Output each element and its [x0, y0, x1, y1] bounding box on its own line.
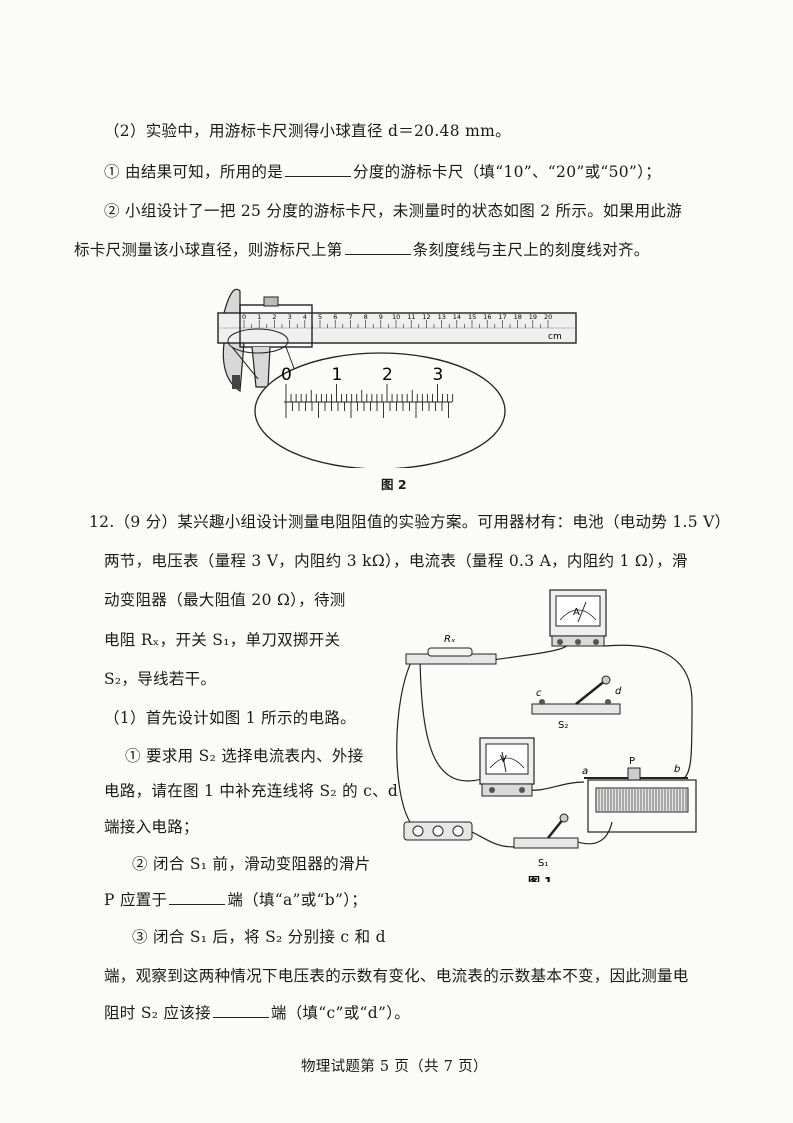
main-scale-label: 0: [242, 313, 246, 321]
circuit-figure: Rₓ A c d S₂ V P a b S₁ 图 1: [396, 589, 697, 882]
q12-c-line3: 阻时 S₂ 应该接 端（填“c”或“d”）。: [104, 1003, 410, 1023]
s2-c-label: c: [536, 688, 542, 699]
voltmeter-symbol: V: [500, 754, 507, 765]
main-scale-label: 7: [348, 313, 352, 321]
zoom-scale-label: 2: [382, 365, 393, 385]
main-scale-label: 14: [453, 313, 461, 321]
zoom-scale-label: 0: [281, 365, 292, 385]
rx-label: Rₓ: [444, 634, 456, 645]
main-scale-label: 18: [514, 313, 522, 321]
zoom-source-ellipse: [227, 328, 289, 354]
main-scale-label: 9: [379, 313, 383, 321]
zoom-scale-labels: 0 1 2 3: [281, 365, 443, 385]
q12-line4: 电阻 Rₓ，开关 S₁，单刀双掷开关: [104, 631, 341, 649]
zoom-scale-label: 1: [332, 365, 343, 385]
rheostat-base: [587, 779, 697, 833]
q12-b-line2: P 应置于 端（填“a”或“b”）；: [104, 890, 367, 910]
main-scale-label: 16: [483, 313, 491, 321]
s1-label: S₁: [538, 858, 548, 869]
main-scale-label: 5: [318, 313, 322, 321]
q2-line1: ② 小组设计了一把 25 分度的游标卡尺，未测量时的状态如图 2 所示。如果用此…: [104, 202, 683, 220]
main-scale-label: 8: [364, 313, 368, 321]
zoom-scale-label: 3: [433, 365, 444, 385]
q12-line5: S₂，导线若干。: [104, 670, 217, 688]
q2-line2: 标卡尺测量该小球直径，则游标尺上第 条刻度线与主尺上的刻度线对齐。: [74, 240, 650, 260]
main-scale-label: 12: [422, 313, 430, 321]
q12-c-line1: ③ 闭合 S₁ 后，将 S₂ 分别接 c 和 d: [132, 928, 386, 946]
q12-a-line3: 端接入电路；: [104, 818, 199, 836]
q2-after: 条刻度线与主尺上的刻度线对齐。: [412, 241, 650, 259]
q12-c-before: 阻时 S₂ 应该接: [104, 1004, 211, 1022]
main-scale-label: 10: [392, 313, 400, 321]
main-scale-label: 2: [272, 313, 276, 321]
rheostat-a-label: a: [582, 766, 588, 777]
s2-label: S₂: [558, 720, 568, 731]
voltmeter-dial: [485, 743, 529, 775]
q12-line2: 两节，电压表（量程 3 V，内阻约 3 kΩ），电流表（量程 0.3 A，内阻约…: [104, 552, 688, 570]
q12-b-after: 端（填“a”或“b”）；: [227, 891, 368, 909]
vernier-screw: [263, 296, 279, 307]
q12-c-line2: 端，观察到这两种情况下电压表的示数有变化、电流表的示数基本不变，因此测量电: [104, 967, 689, 985]
q12-c-after: 端（填“c”或“d”）。: [270, 1004, 411, 1022]
s2-d-label: d: [615, 686, 622, 697]
q1-before: ① 由结果可知，所用的是: [104, 163, 284, 181]
main-scale-label: 4: [303, 313, 307, 321]
main-scale-label: 6: [333, 313, 337, 321]
zoom-scale-ticks: [285, 384, 454, 418]
q12-b-blank[interactable]: [169, 890, 226, 905]
main-scale-label: 13: [438, 313, 446, 321]
main-scale-label: 15: [468, 313, 476, 321]
figure2-caption: 图 2: [381, 477, 407, 492]
caliper-upper-jaw: [223, 288, 241, 314]
zoom-ellipse: [254, 352, 506, 468]
ammeter-symbol: A: [573, 607, 580, 618]
s1-base: [513, 837, 579, 849]
main-scale-label: 1: [257, 313, 261, 321]
q1-after: 分度的游标卡尺（填“10”、“20”或“50”）；: [353, 163, 661, 181]
main-scale-label: 3: [288, 313, 292, 321]
q12-b-before: P 应置于: [104, 891, 168, 909]
unit-label: cm: [548, 332, 562, 342]
rheostat-b-label: b: [674, 764, 680, 775]
q2-before: 标卡尺测量该小球直径，则游标尺上第: [74, 241, 343, 259]
rheostat-p-label: P: [629, 756, 635, 767]
circuit-wires: [396, 643, 693, 848]
q12-sub1: （1）首先设计如图 1 所示的电路。: [104, 709, 356, 727]
q12-a-line2: 电路，请在图 1 中补充连线将 S₂ 的 c、d: [104, 782, 399, 800]
q12-line1: 12.（9 分）某兴趣小组设计测量电阻阻值的实验方案。可用器材有：电池（电动势 …: [89, 513, 731, 531]
main-scale-label: 20: [544, 313, 552, 321]
part2-intro: （2）实验中，用游标卡尺测得小球直径 d＝20.48 mm。: [104, 122, 511, 140]
figure1-caption: 图 1: [528, 875, 553, 882]
main-scale-ticks: [243, 320, 549, 328]
q12-line3: 动变阻器（最大阻值 20 Ω），待测: [104, 591, 346, 609]
q1-line: ① 由结果可知，所用的是 分度的游标卡尺（填“10”、“20”或“50”）；: [104, 162, 661, 182]
rheostat-slider-p: [627, 767, 641, 781]
q12-b-line1: ② 闭合 S₁ 前，滑动变阻器的滑片: [132, 855, 371, 873]
q12-a-line1: ① 要求用 S₂ 选择电流表内、外接: [125, 747, 364, 765]
s2-base: [531, 703, 621, 715]
caliper-lower-jaw-slot: [232, 375, 240, 389]
main-scale-label: 11: [407, 313, 415, 321]
q12-c-blank[interactable]: [212, 1003, 269, 1018]
q2-blank[interactable]: [344, 240, 411, 255]
main-scale-label: 19: [529, 313, 537, 321]
q1-blank[interactable]: [285, 162, 352, 177]
page-footer: 物理试题第 5 页（共 7 页）: [301, 1059, 488, 1075]
rheostat-coil-lines: [598, 789, 687, 811]
main-scale-label: 17: [498, 313, 506, 321]
rx-body: [427, 647, 473, 657]
